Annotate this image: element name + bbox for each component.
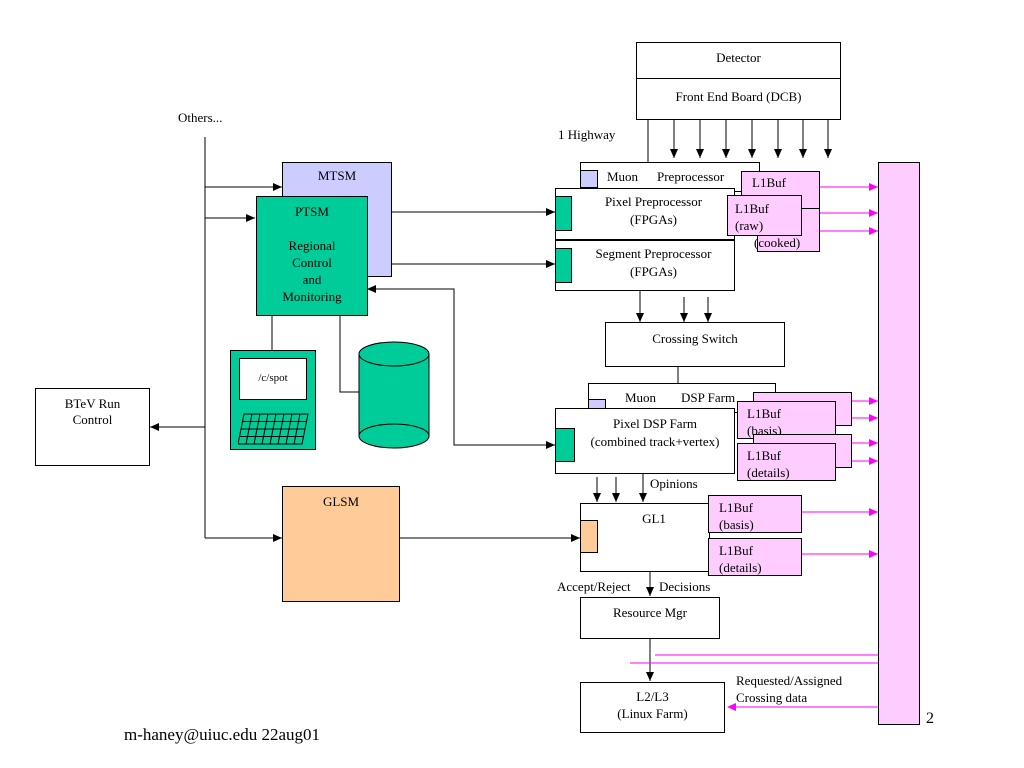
l2l3-line2: (Linux Farm): [617, 706, 688, 721]
highway-label: 1 Highway: [558, 127, 616, 142]
gl1-l1buf-details-line2: (details): [719, 560, 762, 575]
pixel-preprocessor-line2: (FPGAs): [630, 212, 677, 227]
muon-preprocessor-chip: [580, 170, 598, 188]
terminal-screen-label: /c/spot: [258, 372, 288, 384]
decisions-label: Decisions: [659, 579, 711, 594]
pixel-preprocessor-line1: Pixel Preprocessor: [604, 194, 703, 209]
mtsm-label: MTSM: [317, 168, 357, 183]
requested-line1: Requested/Assigned: [736, 673, 843, 688]
terminal-screen: [239, 358, 307, 400]
front-end-board-box: [636, 78, 841, 120]
gl1-l1buf-details-line1: L1Buf: [719, 543, 753, 558]
segment-preprocessor-line2: (FPGAs): [630, 264, 677, 279]
gl1-l1buf-basis-line2: (basis): [719, 517, 754, 532]
l2l3-line1: L2/L3: [636, 689, 669, 704]
muon-dsp-right: DSP Farm: [681, 390, 736, 405]
pixel-dsp-line2: (combined track+vertex): [590, 434, 720, 449]
glsm-label: GLSM: [322, 494, 360, 509]
footer-credit: m-haney@uiuc.edu 22aug01: [124, 725, 320, 744]
pixel-dsp-line1: Pixel DSP Farm: [612, 416, 698, 431]
resource-mgr-label: Resource Mgr: [612, 605, 687, 620]
ptsm-line4: Monitoring: [282, 289, 342, 304]
opinions-label: Opinions: [650, 476, 698, 491]
ptsm-box: [256, 196, 368, 316]
dsp-l1buf-details-line2: (details): [747, 465, 790, 480]
muon-preprocessor-right: Preprocessor: [657, 169, 725, 184]
storage-cylinder-icon: [358, 341, 430, 449]
gl1-chip: [580, 520, 598, 553]
l1buf-raw-line2: (raw): [735, 218, 764, 233]
l1buf-raw-line1: L1Buf: [735, 201, 769, 216]
detector-label: Detector: [716, 50, 761, 65]
resource-mgr-box: [580, 597, 720, 639]
l1buf-raw-box: [727, 195, 802, 236]
dsp-l1buf-details-line1: L1Buf: [747, 448, 781, 463]
keyboard-icon: [238, 413, 309, 445]
dsp-l1buf-basis-line1: L1Buf: [747, 406, 781, 421]
l1buf-cooked-label: (cooked): [754, 235, 801, 250]
pixel-dsp-chip: [555, 428, 575, 462]
ptsm-line2: Control: [292, 255, 332, 270]
muon-preprocessor-left: Muon: [607, 169, 639, 184]
requested-line2: Crossing data: [736, 690, 808, 705]
pixel-preprocessor-chip: [555, 196, 572, 231]
front-end-board-label: Front End Board (DCB): [675, 89, 802, 104]
gl1-l1buf-basis-line1: L1Buf: [719, 500, 753, 515]
glsm-box: [282, 486, 400, 602]
crossing-switch-box: [605, 322, 785, 367]
ptsm-line3: and: [302, 272, 322, 287]
muon-dsp-left: Muon: [625, 390, 657, 405]
crossing-switch-label: Crossing Switch: [652, 331, 738, 346]
pixel-dsp-farm-box: [555, 408, 735, 474]
segment-preprocessor-box: [555, 240, 735, 291]
segment-preprocessor-line1: Segment Preprocessor: [595, 246, 712, 261]
btev-line2: Control: [72, 412, 113, 427]
ptsm-title: PTSM: [295, 204, 329, 219]
dsp-l1buf-basis-box: [737, 401, 836, 439]
segment-preprocessor-chip: [555, 248, 572, 283]
gl1-l1buf-basis-box: [708, 495, 802, 533]
l2l3-box: [580, 682, 725, 733]
l1buf-top-label: L1Buf: [752, 175, 786, 190]
page-number: 2: [926, 710, 934, 727]
gl1-label: GL1: [642, 511, 666, 526]
btev-line1: BTeV Run: [64, 396, 121, 411]
others-label: Others...: [178, 110, 223, 125]
dsp-l1buf-details-box: [737, 443, 836, 481]
data-highway-bus: [878, 162, 920, 725]
accept-reject-label: Accept/Reject: [557, 579, 631, 594]
ptsm-line1: Regional: [288, 238, 336, 253]
gl1-l1buf-details-box: [708, 538, 802, 576]
pixel-preprocessor-box: [555, 188, 735, 240]
btev-run-control-box: [35, 388, 150, 466]
